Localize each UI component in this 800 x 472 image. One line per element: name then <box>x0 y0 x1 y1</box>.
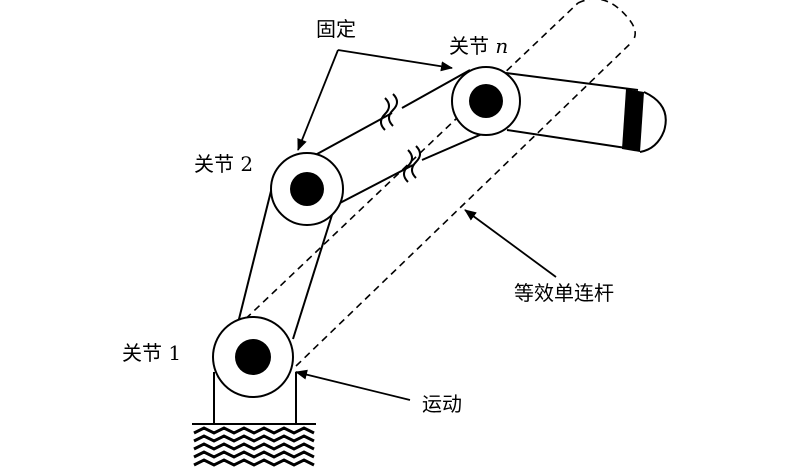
break-marks <box>380 93 421 183</box>
label-joint-1: 关节 1 <box>122 341 181 365</box>
ground-hatch <box>192 423 316 467</box>
joint-2 <box>270 152 344 226</box>
link-1 <box>232 182 338 344</box>
label-joint-2: 关节 2 <box>194 152 253 176</box>
joint-n <box>451 66 521 136</box>
joint-1 <box>212 316 294 398</box>
equivalent-link-outline <box>236 0 636 367</box>
end-effector <box>622 89 667 153</box>
label-fixed: 固定 <box>316 17 356 41</box>
base-pedestal <box>213 372 297 424</box>
label-joint-n: 关节 n <box>449 34 508 58</box>
end-link <box>505 72 639 149</box>
label-equivalent-link: 等效单连杆 <box>514 281 614 305</box>
annotation-arrows <box>295 49 557 401</box>
label-motion: 运动 <box>422 392 462 416</box>
